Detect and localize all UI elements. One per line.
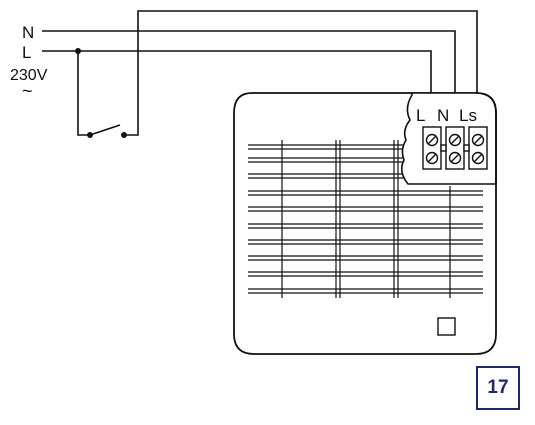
- supply-l-label: L: [22, 43, 31, 62]
- switch-contact-right: [121, 132, 127, 138]
- fan-grille: [248, 140, 483, 298]
- voltage-label: 230V: [10, 67, 48, 84]
- junction-dot: [75, 48, 81, 54]
- switched-live-wire: [77, 51, 90, 136]
- terminal-n-label: N: [437, 106, 449, 125]
- ac-symbol: ~: [22, 81, 33, 101]
- supply-n-label: N: [22, 23, 34, 42]
- terminal-l-label: L: [416, 106, 425, 125]
- page-number-badge: 17: [476, 366, 520, 410]
- live-wire: [42, 50, 432, 125]
- terminal-ls-label: Ls: [459, 106, 477, 125]
- switch-contact-left: [87, 132, 93, 138]
- terminal-block: [422, 126, 488, 170]
- switch-lever: [89, 124, 121, 136]
- neutral-wire: [42, 30, 456, 125]
- switch-return-wire: [124, 10, 478, 136]
- indicator-square: [437, 317, 456, 336]
